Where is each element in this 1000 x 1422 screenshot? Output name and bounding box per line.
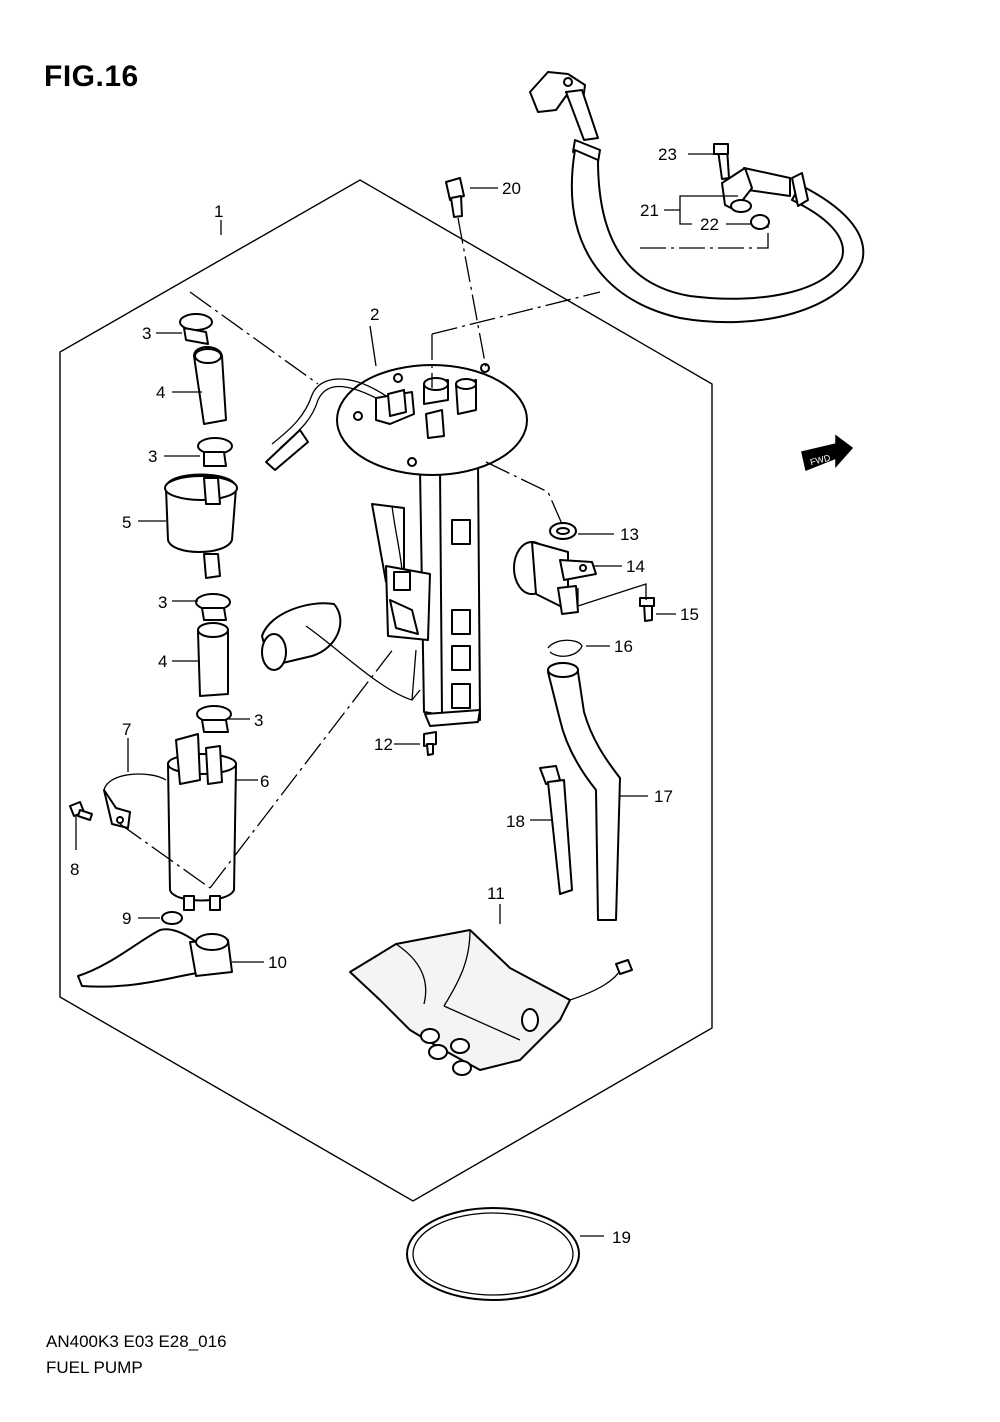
pressure-regulator	[513, 522, 655, 921]
callout-13: 13	[620, 525, 639, 544]
fwd-arrow-icon: FWD	[801, 434, 854, 472]
callout-18: 18	[506, 812, 525, 831]
callout-6: 6	[260, 772, 269, 791]
callout-5: 5	[122, 513, 131, 532]
diagram-code: AN400K3 E03 E28_016	[46, 1332, 227, 1351]
fuel-hose-assembly	[529, 71, 865, 324]
callout-3c: 3	[158, 593, 167, 612]
callout-12: 12	[374, 735, 393, 754]
callout-3a: 3	[142, 324, 151, 343]
callout-3d: 3	[254, 711, 263, 730]
callout-10: 10	[268, 953, 287, 972]
left-column-parts	[164, 313, 238, 733]
gasket-19-inner	[412, 1212, 574, 1296]
fuel-pump-assembly	[69, 733, 237, 988]
callout-3b: 3	[148, 447, 157, 466]
assembly-frame	[59, 179, 713, 1202]
connection-lines	[119, 217, 769, 889]
bracket-11	[349, 929, 633, 1076]
callout-19: 19	[612, 1228, 631, 1247]
callout-21: 21	[640, 201, 659, 220]
bolt-20	[445, 177, 465, 218]
callout-4a: 4	[156, 383, 165, 402]
callout-2: 2	[370, 305, 379, 324]
cable-tie	[539, 765, 573, 895]
fwd-label: FWD	[809, 452, 832, 467]
leader-lines	[75, 153, 752, 1237]
gasket-19	[406, 1207, 580, 1301]
callout-22: 22	[700, 215, 719, 234]
callout-20: 20	[502, 179, 521, 198]
callout-9: 9	[122, 909, 131, 928]
diagram-name: FUEL PUMP	[46, 1358, 143, 1377]
callout-11: 11	[487, 884, 505, 903]
callout-8: 8	[70, 860, 79, 879]
callout-16: 16	[614, 637, 633, 656]
callout-14: 14	[626, 557, 645, 576]
pump-plate-assembly	[261, 363, 528, 727]
callout-23: 23	[658, 145, 677, 164]
callout-labels: 1 2 3 4 3 5 3 4 3 6 7 8 9 10 11 12 13 14…	[70, 145, 719, 1247]
callout-4b: 4	[158, 652, 167, 671]
callout-1: 1	[214, 202, 223, 221]
callout-15: 15	[680, 605, 699, 624]
clip-12	[423, 731, 437, 756]
figure-title: FIG.16	[44, 60, 139, 93]
callout-17: 17	[654, 787, 673, 806]
callout-7: 7	[122, 720, 131, 739]
